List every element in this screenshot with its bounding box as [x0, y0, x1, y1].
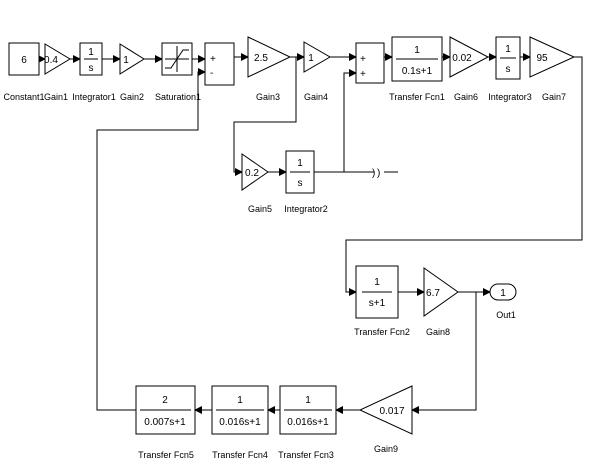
integrator3-label: Integrator3	[488, 92, 532, 102]
saturation1-label: Saturation1	[155, 92, 201, 102]
gain2-value: 1	[123, 55, 129, 66]
integrator2-label: Integrator2	[284, 204, 328, 214]
sum1-block[interactable]: + -	[204, 42, 235, 86]
transfer-fcn3-den: 0.016s+1	[287, 417, 329, 428]
gain9-value: 0.017	[379, 406, 404, 417]
sum2-block[interactable]: + +	[355, 42, 385, 84]
gain2-label: Gain2	[120, 92, 144, 102]
integrator2-block[interactable]: 1 s	[285, 150, 315, 194]
integrator1-num: 1	[88, 47, 94, 58]
gain8-value: 6.7	[426, 288, 440, 299]
transfer-fcn5-den: 0.007s+1	[144, 417, 186, 428]
transfer-fcn1-den: 0.1s+1	[402, 66, 433, 77]
saturation1-block[interactable]	[161, 42, 193, 76]
gain5-block[interactable]: 0.2	[241, 153, 269, 191]
gain3-label: Gain3	[256, 92, 280, 102]
transfer-fcn3-num: 1	[305, 395, 311, 406]
wire-integrator2-sum2-upper	[314, 69, 357, 173]
transfer-fcn5-block[interactable]: 2 0.007s+1	[135, 385, 196, 435]
transfer-fcn4-den: 0.016s+1	[219, 417, 261, 428]
integrator2-num: 1	[297, 158, 303, 169]
transfer-fcn2-num: 1	[374, 277, 380, 288]
gain8-block[interactable]: 6.7	[423, 267, 459, 317]
line-continuation-mark: )	[372, 168, 375, 179]
transfer-fcn5-num: 2	[162, 395, 168, 406]
sum2-sign-bottom: +	[360, 69, 366, 80]
gain2-block[interactable]: 1	[119, 43, 145, 75]
gain5-value: 0.2	[245, 168, 259, 179]
sum1-sign-bottom: -	[210, 68, 213, 79]
gain6-block[interactable]: 0.02	[449, 36, 490, 78]
gain8-label: Gain8	[426, 327, 450, 337]
integrator1-label: Integrator1	[72, 92, 116, 102]
integrator1-block[interactable]: 1 s	[79, 42, 103, 76]
wire-gain3-gain5	[233, 57, 297, 176]
signal-lines: ) )	[38, 53, 583, 414]
constant1-value: 6	[21, 55, 27, 66]
transfer-fcn2-den: s+1	[369, 298, 386, 309]
out1-label: Out1	[496, 310, 516, 320]
transfer-fcn2-block[interactable]: 1 s+1	[355, 265, 399, 319]
gain5-label: Gain5	[248, 204, 272, 214]
gain7-block[interactable]: 95	[529, 36, 576, 78]
transfer-fcn3-label: Transfer Fcn3	[278, 450, 334, 460]
gain9-label: Gain9	[374, 444, 398, 454]
gain6-label: Gain6	[454, 92, 478, 102]
integrator2-den: s	[298, 178, 303, 189]
out1-value: 1	[500, 288, 506, 299]
integrator1-den: s	[89, 63, 94, 74]
wire-feedback-sum1	[96, 68, 206, 411]
gain9-block[interactable]: 0.017	[358, 385, 413, 435]
gain4-block[interactable]: 1	[303, 41, 332, 73]
sum1-sign-top: +	[210, 54, 216, 65]
gain7-label: Gain7	[542, 92, 566, 102]
gain4-value: 1	[308, 53, 314, 64]
gain7-value: 95	[536, 53, 548, 64]
gain1-label: Gain1	[44, 92, 68, 102]
integrator3-den: s	[506, 64, 511, 75]
out1-port[interactable]: 1	[489, 283, 517, 301]
transfer-fcn2-label: Transfer Fcn2	[354, 327, 410, 337]
constant1-label: Constant1	[3, 92, 44, 102]
constant1-block[interactable]: 6	[8, 42, 40, 76]
transfer-fcn5-label: Transfer Fcn5	[138, 450, 194, 460]
integrator3-block[interactable]: 1 s	[495, 36, 521, 80]
transfer-fcn4-block[interactable]: 1 0.016s+1	[211, 385, 269, 435]
transfer-fcn1-num: 1	[414, 45, 420, 56]
integrator3-num: 1	[505, 44, 511, 55]
gain1-block[interactable]: 0.4	[44, 43, 71, 75]
line-continuation-mark-2: )	[377, 168, 380, 179]
wire-gain8-gain9	[411, 292, 477, 414]
transfer-fcn4-label: Transfer Fcn4	[212, 450, 268, 460]
gain1-value: 0.4	[44, 55, 58, 66]
gain3-block[interactable]: 2.5	[247, 36, 292, 78]
transfer-fcn1-label: Transfer Fcn1	[389, 92, 445, 102]
sum2-sign-top: +	[360, 54, 366, 65]
gain6-value: 0.02	[452, 53, 472, 64]
transfer-fcn1-block[interactable]: 1 0.1s+1	[391, 36, 443, 82]
wire-gain7-transfer-fcn2	[345, 56, 583, 296]
gain4-label: Gain4	[304, 92, 328, 102]
transfer-fcn4-num: 1	[237, 395, 243, 406]
saturation-icon	[165, 49, 189, 69]
gain3-value: 2.5	[254, 53, 268, 64]
transfer-fcn3-block[interactable]: 1 0.016s+1	[279, 385, 337, 435]
